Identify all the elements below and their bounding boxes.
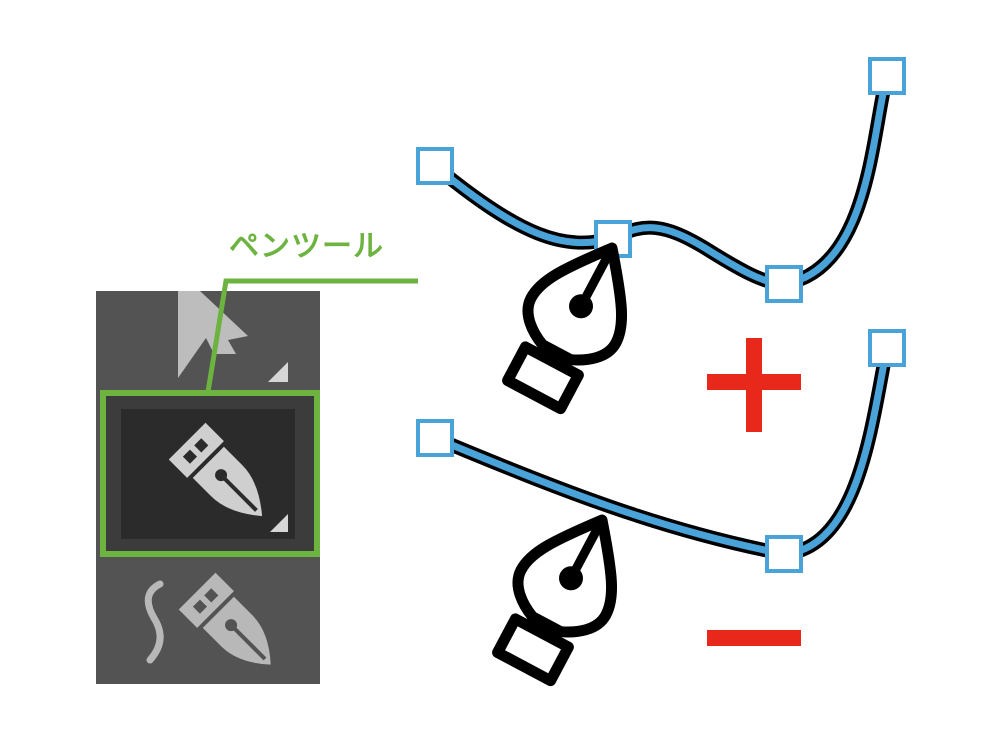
tool-group-corner-icon: [270, 514, 288, 532]
pen-tool-callout-label: ペンツール: [229, 229, 384, 264]
path-outline: [428, 69, 894, 292]
freeform-pen-tool-icon: [144, 572, 271, 665]
anchor-point: [868, 57, 906, 95]
pen-tool-button[interactable]: [103, 393, 317, 554]
anchor-point: [765, 265, 803, 303]
pen-cursor-icon: [492, 514, 618, 687]
tool-group-corner-icon: [268, 362, 288, 382]
lower-path-with-deleted-anchor: [416, 329, 906, 573]
tool-panel: [96, 291, 320, 684]
upper-path-with-added-anchor: [416, 57, 906, 303]
add-anchor-plus-icon: [707, 338, 801, 432]
callout-leader-line: [205, 278, 418, 393]
anchor-point: [416, 419, 454, 457]
callout-highlight-box: [100, 390, 320, 557]
anchor-point: [765, 535, 803, 573]
selection-tool-button[interactable]: [178, 291, 288, 382]
anchor-point: [416, 147, 454, 185]
delete-anchor-minus-icon: [707, 630, 801, 646]
freeform-pen-tool-button[interactable]: [144, 572, 289, 683]
pen-cursor-icon: [502, 242, 628, 415]
callout: [100, 278, 418, 557]
pen-tool-icon: [168, 422, 263, 517]
path-stroke: [431, 72, 891, 288]
anchor-point: [868, 329, 906, 367]
selection-arrow-icon: [178, 291, 248, 378]
